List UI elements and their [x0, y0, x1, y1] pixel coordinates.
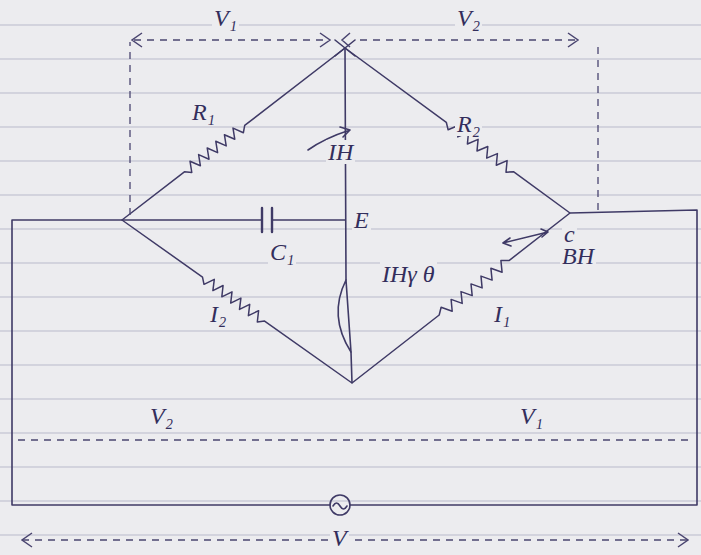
resistor-symbols	[122, 48, 570, 383]
circuit-label: V	[330, 526, 349, 550]
resistor-symbol	[345, 48, 570, 213]
resistor-symbol	[352, 213, 570, 383]
circuit-label: I₂	[208, 302, 228, 326]
circuit-label: V₁	[518, 404, 545, 428]
circuit-label: V₂	[455, 6, 482, 30]
ruled-line	[0, 25, 701, 26]
circuit-label: I₁	[492, 302, 512, 326]
circuit-label: IH	[326, 140, 355, 164]
circuit-label: c	[562, 222, 577, 246]
circuit-label: C₁	[268, 240, 296, 264]
bridge-wires	[12, 40, 697, 515]
ruled-line	[0, 535, 701, 536]
ruled-line	[0, 399, 701, 400]
ruled-line	[0, 365, 701, 366]
resistor-symbol	[122, 48, 345, 220]
ruled-line	[0, 501, 701, 502]
ruled-line	[0, 93, 701, 94]
circuit-label: R₁	[190, 100, 217, 124]
detector-symbol	[338, 280, 351, 352]
capacitor-wire	[122, 219, 345, 221]
ruled-line	[0, 229, 701, 230]
circuit-label: R₂	[455, 112, 482, 136]
ruled-line	[0, 127, 701, 128]
ruled-line	[0, 433, 701, 434]
circuit-label: V₂	[148, 404, 175, 428]
ac-source-symbol	[330, 495, 350, 515]
dimension-arrowheads	[22, 33, 688, 547]
supply-wire	[12, 210, 697, 505]
double-arrow	[503, 229, 548, 246]
circuit-label: V₁	[212, 6, 239, 30]
capacitor-symbol	[262, 208, 272, 232]
resistor-symbol	[122, 220, 352, 383]
ruled-lines	[0, 25, 701, 535]
circuit-label: E	[352, 208, 371, 232]
ruled-line	[0, 195, 701, 196]
ruled-line	[0, 59, 701, 60]
circuit-label: BH	[560, 244, 596, 268]
ruled-line	[0, 467, 701, 468]
circuit-label: IHγ θ	[380, 262, 437, 286]
ruled-line	[0, 331, 701, 332]
dimension-lines	[18, 40, 690, 540]
ac-wave	[333, 503, 347, 509]
ruled-line	[0, 297, 701, 298]
detector-branch	[345, 48, 352, 383]
